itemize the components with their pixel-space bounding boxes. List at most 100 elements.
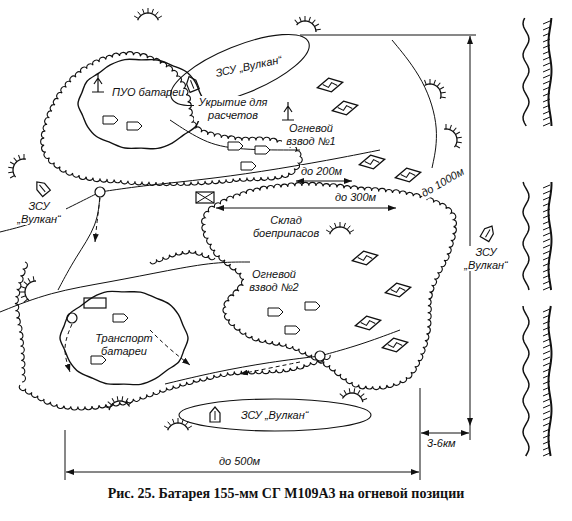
vehicle-symbol	[255, 146, 270, 154]
hill-hatch	[360, 393, 364, 397]
map-label: ЗСУ „Вулкан“	[12, 200, 66, 225]
howitzer-outline	[358, 152, 386, 171]
front-line-hatch	[543, 357, 550, 360]
hill-hatch	[23, 282, 28, 285]
hill-hatch	[8, 166, 13, 170]
hill-hatch	[138, 12, 141, 16]
front-line-hatch	[543, 417, 550, 420]
aa-vehicle-gun	[486, 230, 491, 238]
hill-hatch	[128, 402, 133, 405]
front-line-hatch	[543, 345, 550, 348]
front-line-hatch	[543, 69, 550, 72]
front-line-hatch	[543, 111, 550, 114]
hill-hatch	[112, 398, 115, 403]
howitzer-outline	[354, 313, 382, 332]
hill-hatch	[8, 170, 13, 175]
vehicle-symbol	[103, 116, 118, 124]
front-line-hatch	[543, 87, 550, 90]
hill-hatch	[108, 401, 112, 405]
hill-hatch	[298, 17, 302, 22]
front-line-hatch	[543, 215, 550, 218]
hill-hatch	[457, 140, 462, 145]
howitzer-symbol	[394, 165, 422, 184]
front-line-hatch	[543, 57, 550, 60]
map-label: ЗСУ „Вулкан“	[240, 409, 309, 422]
hill-arc	[330, 227, 351, 234]
dimension-line	[296, 181, 352, 182]
howitzer-mark	[391, 287, 406, 294]
hill-hatch	[312, 19, 315, 24]
antenna-mast	[282, 102, 294, 120]
hill-hatch	[152, 9, 154, 14]
hill-hatch	[155, 12, 158, 16]
ammo-store-cross	[196, 192, 214, 203]
front-line-hatch	[543, 209, 550, 212]
hill-hatch	[117, 396, 119, 401]
hill-symbol	[339, 386, 368, 403]
front-line-hatch	[543, 27, 550, 30]
area-outline: Транспорт батареи	[58, 288, 190, 388]
hill-symbol	[16, 274, 37, 304]
hill-arc	[168, 423, 189, 430]
front-line-hatch	[543, 411, 550, 414]
road	[170, 120, 300, 150]
area-outline: ПУО батареи	[76, 56, 206, 152]
map-label: ЗСУ „Вулкан“	[458, 246, 514, 271]
road	[165, 356, 320, 384]
hill-hatch	[343, 390, 347, 394]
hill-hatch	[335, 223, 337, 228]
hill-hatch	[316, 28, 321, 32]
aa-vehicle-body	[210, 407, 220, 422]
aa-vehicle-gun	[215, 411, 216, 420]
howitzer-mark	[323, 82, 338, 89]
hill-hatch	[452, 128, 457, 132]
howitzer-outline	[394, 165, 422, 184]
front-line-hatch	[543, 399, 550, 402]
front-line-wavy	[523, 18, 529, 126]
hill-hatch	[21, 287, 26, 289]
hill-hatch	[168, 422, 171, 426]
howitzer-symbol	[381, 335, 409, 354]
ammo-store-box	[196, 192, 214, 203]
hill-hatch	[143, 9, 145, 14]
hill-hatch	[13, 158, 18, 162]
hill-hatch	[437, 83, 440, 87]
hill-hatch	[22, 154, 26, 159]
howitzer-mark	[358, 255, 373, 262]
front-line-hatch	[543, 191, 550, 194]
hill-hatch	[457, 136, 462, 140]
forest-edge	[41, 52, 303, 186]
front-line-hatch	[543, 447, 550, 450]
hill-hatch	[339, 394, 344, 397]
hill-hatch	[178, 418, 179, 423]
front-line-hatch	[543, 375, 550, 378]
extension-line	[470, 426, 471, 440]
vehicle-symbol	[285, 326, 300, 334]
road	[100, 150, 380, 192]
area-shape	[76, 56, 206, 152]
hill-arc	[424, 80, 444, 99]
road	[0, 262, 250, 312]
hill-symbol	[164, 418, 192, 430]
hill-hatch	[315, 23, 319, 28]
hill-arc	[22, 279, 36, 301]
front-line-symbol	[523, 306, 551, 456]
map-label: Склад боеприпасов	[246, 214, 326, 239]
front-line-hatch	[543, 257, 550, 260]
front-line-hatch	[543, 251, 550, 254]
hill-hatch	[362, 398, 367, 401]
front-line-hatch	[543, 51, 550, 54]
vehicle-symbol	[113, 314, 128, 322]
island-outline	[179, 399, 371, 431]
aa-vehicle-symbol	[210, 407, 220, 422]
hill-hatch	[456, 132, 460, 135]
hill-hatch	[353, 388, 355, 393]
area-border	[78, 59, 204, 149]
front-line-hatch	[543, 387, 550, 390]
howitzer-mark	[388, 342, 403, 349]
route-arrow	[95, 198, 100, 242]
front-line-hatch	[543, 269, 550, 272]
howitzer-mark	[361, 320, 376, 327]
front-line-hatch	[543, 185, 550, 188]
